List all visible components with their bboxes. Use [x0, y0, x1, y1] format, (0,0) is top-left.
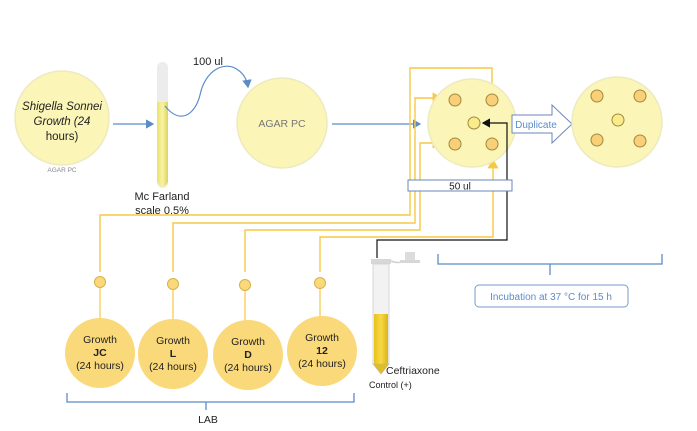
sample-d-line1: Growth: [231, 336, 265, 348]
sample-d-line3: (24 hours): [224, 362, 272, 374]
source-plate-line3: hours): [46, 131, 79, 143]
sample-jc-line1: Growth: [83, 334, 117, 346]
well-volume-box: 50 ul: [407, 179, 513, 193]
control-label-2: Control (+): [369, 380, 412, 390]
transfer-arrow: [164, 65, 252, 117]
sample-dot-12: [314, 277, 326, 289]
sample-l-line3: (24 hours): [149, 361, 197, 373]
dup-well-top-left: [590, 89, 604, 103]
connector-l: [172, 92, 443, 272]
agar-pc-plate: AGAR PC: [236, 77, 328, 169]
sample-d: Growth D (24 hours): [213, 320, 283, 390]
mcfarland-tube: [157, 62, 168, 188]
sample-jc-line3: (24 hours): [76, 360, 124, 372]
sample-dot-jc: [94, 276, 106, 288]
lab-brace: [66, 393, 355, 410]
dup-well-bottom-left: [590, 133, 604, 147]
transfer-volume-label: 100 ul: [193, 56, 223, 68]
sample-dot-l: [167, 278, 179, 290]
agar-pc-label: AGAR PC: [258, 118, 306, 130]
sample-connectors: [99, 67, 499, 272]
lab-label: LAB: [198, 414, 218, 426]
source-plate-caption: AGAR PC: [47, 167, 77, 174]
sample-l-name: L: [170, 348, 177, 360]
sample-12-line3: (24 hours): [298, 358, 346, 370]
mcfarland-label-1: Mc Farland: [134, 191, 189, 203]
connector-d: [244, 137, 443, 272]
well-bottom-right: [485, 137, 499, 151]
source-plate-title: Shigella Sonnei: [22, 101, 102, 113]
sample-jc: Growth JC (24 hours): [65, 318, 135, 388]
sample-l-line1: Growth: [156, 335, 190, 347]
duplicate-label: Duplicate: [515, 120, 557, 131]
control-tube: [371, 252, 420, 375]
connector-jc: [99, 67, 498, 272]
sample-dot-d: [239, 279, 251, 291]
incubation-box: Incubation at 37 °C for 15 h: [474, 284, 629, 308]
well-volume-label: 50 ul: [449, 182, 471, 193]
well-top-left: [448, 93, 462, 107]
mcfarland-label-2: scale 0.5%: [135, 205, 189, 217]
sample-dots: [94, 276, 326, 320]
connector-12: [319, 158, 499, 272]
control-connector: [376, 118, 508, 258]
sample-12: Growth 12 (24 hours): [287, 316, 357, 386]
well-bottom-left: [448, 137, 462, 151]
control-label-1: Ceftriaxone: [386, 365, 440, 377]
dup-well-top-right: [633, 89, 647, 103]
duplicate-plate: [571, 76, 663, 168]
source-plate: Shigella Sonnei Growth (24 hours) AGAR P…: [14, 70, 110, 174]
duplicate-arrow: Duplicate: [511, 103, 573, 145]
sample-12-line1: Growth: [305, 332, 339, 344]
sample-l: Growth L (24 hours): [138, 319, 208, 389]
sample-d-name: D: [244, 349, 252, 361]
sample-jc-name: JC: [93, 347, 107, 359]
well-center-control: [467, 116, 481, 130]
incubation-label: Incubation at 37 °C for 15 h: [490, 292, 612, 303]
incubation-brace: [437, 254, 663, 275]
sample-12-name: 12: [316, 345, 328, 357]
source-plate-line2: Growth (24: [34, 116, 91, 128]
dup-well-center: [611, 113, 625, 127]
dup-well-bottom-right: [633, 134, 647, 148]
well-top-right: [485, 93, 499, 107]
